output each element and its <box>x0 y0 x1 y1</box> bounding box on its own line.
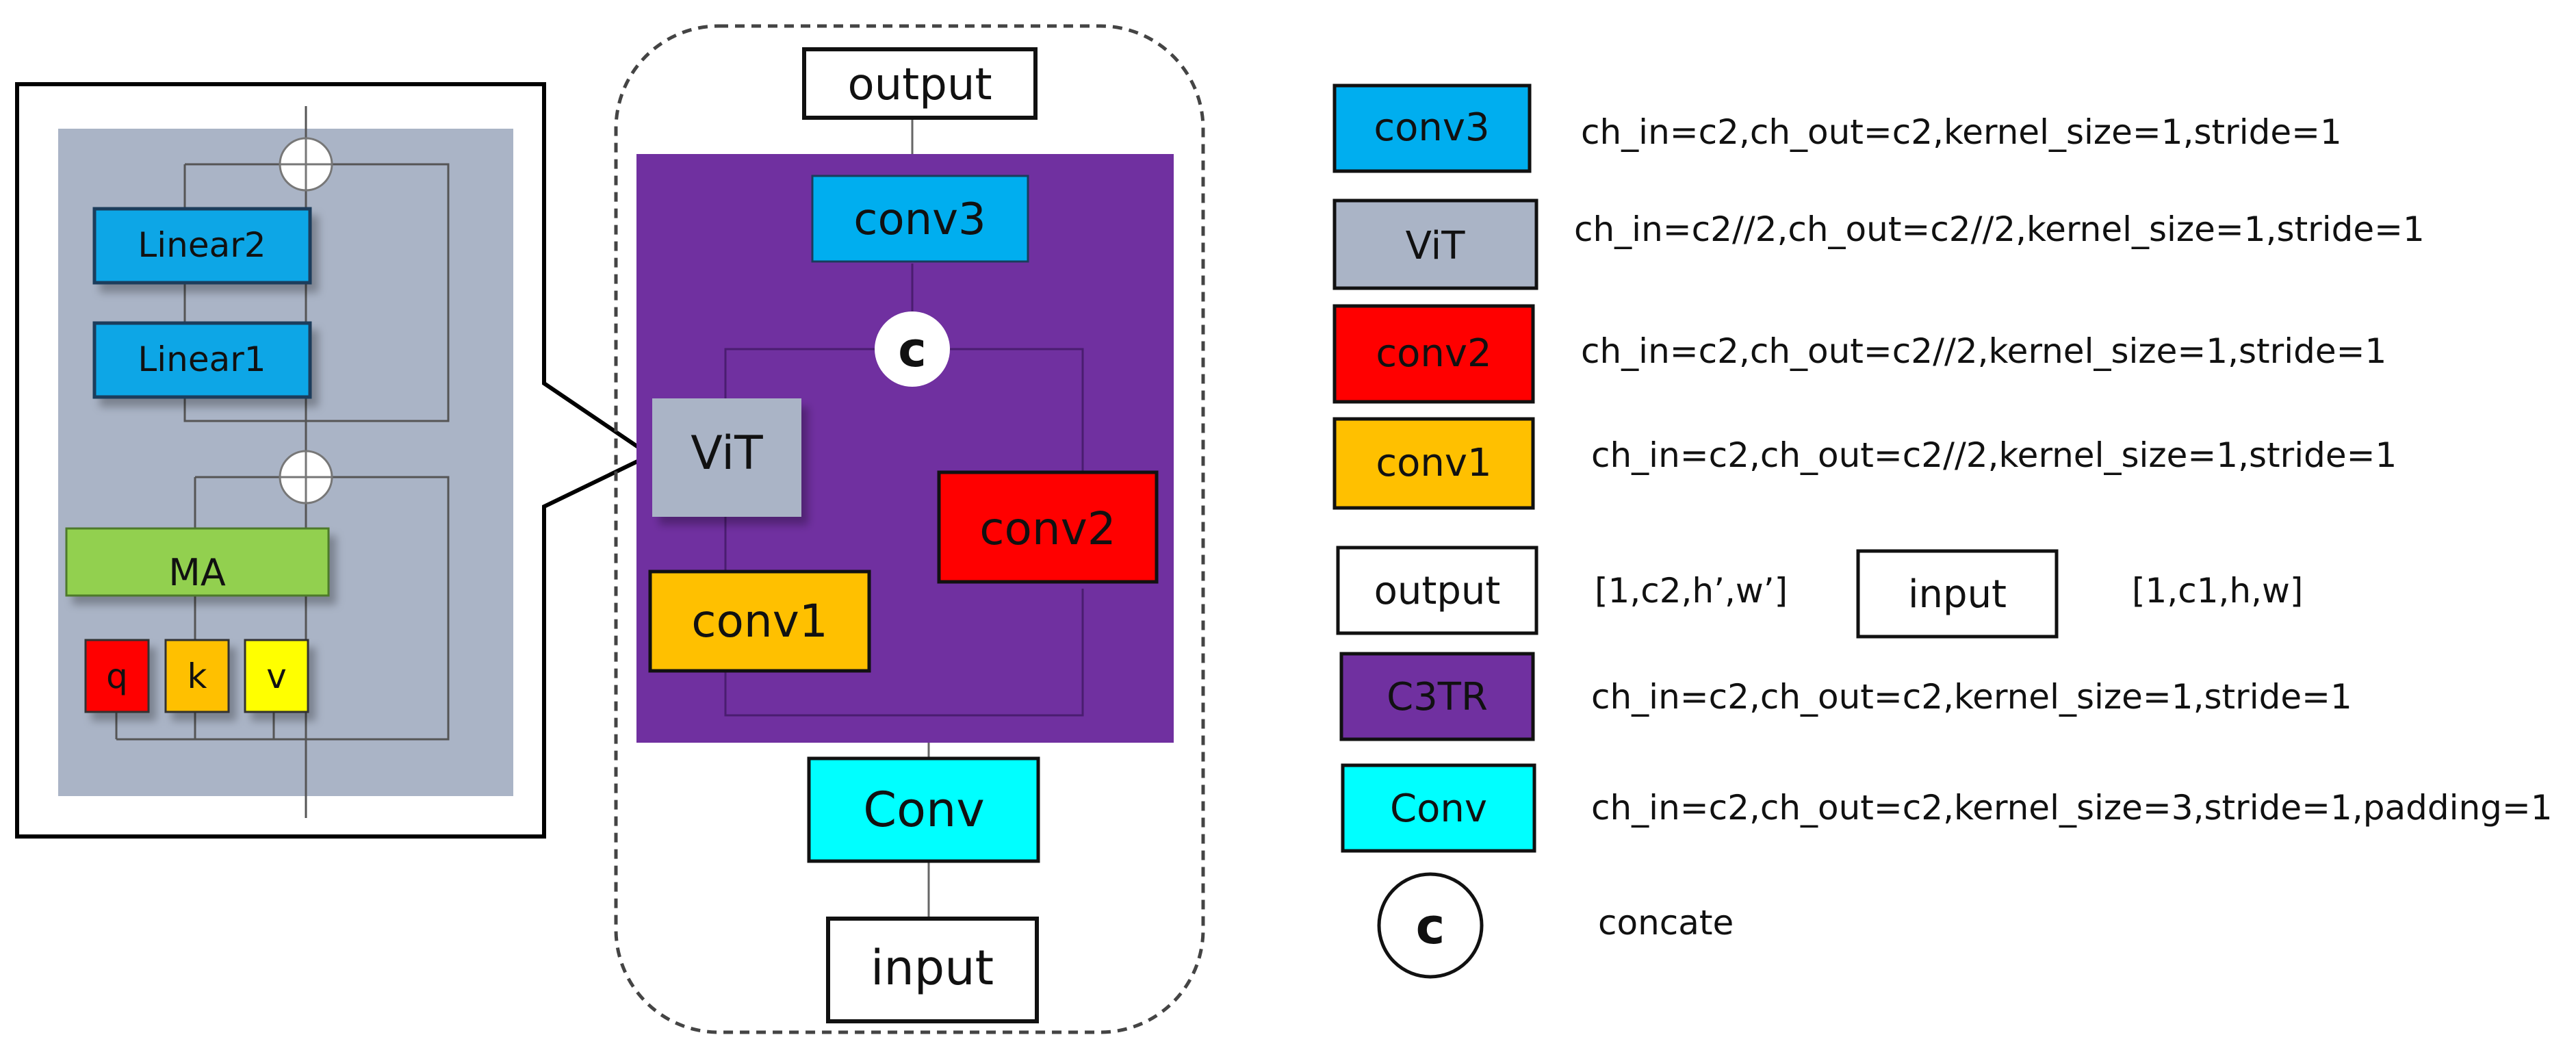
legend-c3tr-desc: ch_in=c2,ch_out=c2,kernel_size=1,stride=… <box>1591 677 2352 717</box>
legend-conv-desc: ch_in=c2,ch_out=c2,kernel_size=3,stride=… <box>1591 788 2553 828</box>
legend-conv3-label: conv3 <box>1374 105 1489 150</box>
q-label: q <box>106 656 128 696</box>
q-block: q <box>84 639 150 713</box>
concat-node: c <box>875 311 950 387</box>
legend-vit-desc: ch_in=c2//2,ch_out=c2//2,kernel_size=1,s… <box>1574 209 2425 249</box>
conv-block: Conv <box>807 756 1040 863</box>
linear1-label: Linear1 <box>138 340 266 379</box>
legend-output-label: output <box>1374 569 1501 613</box>
legend-concat-symbol: c <box>1416 897 1445 955</box>
vit-label: ViT <box>691 426 763 481</box>
legend-conv2-label: conv2 <box>1376 331 1491 376</box>
legend: conv3 ch_in=c2,ch_out=c2,kernel_size=1,s… <box>1332 84 2553 979</box>
legend-conv1-label: conv1 <box>1376 441 1491 485</box>
legend-concat: c concate <box>1377 872 1734 979</box>
zoom-panel: Linear2 Linear1 MA q k v <box>15 82 654 839</box>
ma-label: MA <box>168 551 226 594</box>
legend-conv3-desc: ch_in=c2,ch_out=c2,kernel_size=1,stride=… <box>1581 112 2342 152</box>
add-node-lower <box>279 450 333 504</box>
input-label: input <box>871 940 994 996</box>
legend-conv1: conv1 ch_in=c2,ch_out=c2//2,kernel_size=… <box>1332 417 2397 510</box>
input-block: input <box>826 917 1039 1023</box>
legend-input-desc: [1,c1,h,w] <box>2132 571 2303 611</box>
legend-output: output [1,c2,h’,w’] <box>1336 546 1788 635</box>
dashed-outer-border <box>614 24 1205 1034</box>
concat-symbol: c <box>898 322 927 378</box>
legend-concat-desc: concate <box>1598 903 1734 943</box>
legend-input: input [1,c1,h,w] <box>1856 549 2303 639</box>
linear2-label: Linear2 <box>138 225 266 265</box>
legend-c3tr: C3TR ch_in=c2,ch_out=c2,kernel_size=1,st… <box>1339 652 2352 741</box>
output-label: output <box>847 60 992 110</box>
legend-conv3: conv3 ch_in=c2,ch_out=c2,kernel_size=1,s… <box>1332 84 2342 173</box>
legend-input-label: input <box>1908 572 2007 617</box>
add-node-upper <box>279 137 333 192</box>
legend-vit: ViT ch_in=c2//2,ch_out=c2//2,kernel_size… <box>1332 199 2425 290</box>
legend-conv: Conv ch_in=c2,ch_out=c2,kernel_size=3,st… <box>1341 763 2553 853</box>
output-block: output <box>802 47 1038 120</box>
legend-conv1-desc: ch_in=c2,ch_out=c2//2,kernel_size=1,stri… <box>1591 435 2397 475</box>
v-label: v <box>266 656 287 696</box>
conv-label: Conv <box>863 782 985 838</box>
conv1-block: conv1 <box>648 570 871 673</box>
v-block: v <box>244 639 309 713</box>
legend-conv-label: Conv <box>1390 787 1487 831</box>
k-block: k <box>164 639 230 713</box>
main-block: output conv3 c ViT conv2 conv1 <box>614 24 1205 1034</box>
linear1-block: Linear1 <box>92 321 312 399</box>
legend-conv2: conv2 ch_in=c2,ch_out=c2//2,kernel_size=… <box>1332 304 2386 404</box>
k-label: k <box>188 656 207 696</box>
linear2-block: Linear2 <box>92 207 312 285</box>
legend-conv2-desc: ch_in=c2,ch_out=c2//2,kernel_size=1,stri… <box>1581 331 2386 371</box>
legend-vit-label: ViT <box>1406 224 1466 268</box>
conv2-block: conv2 <box>937 470 1159 584</box>
conv3-label: conv3 <box>853 194 986 245</box>
legend-output-desc: [1,c2,h’,w’] <box>1595 571 1788 611</box>
legend-c3tr-label: C3TR <box>1387 675 1488 719</box>
conv1-label: conv1 <box>691 595 828 648</box>
conv2-label: conv2 <box>979 502 1116 555</box>
ma-block: MA <box>65 527 330 597</box>
vit-block: ViT <box>652 398 801 517</box>
conv3-block: conv3 <box>811 175 1029 263</box>
